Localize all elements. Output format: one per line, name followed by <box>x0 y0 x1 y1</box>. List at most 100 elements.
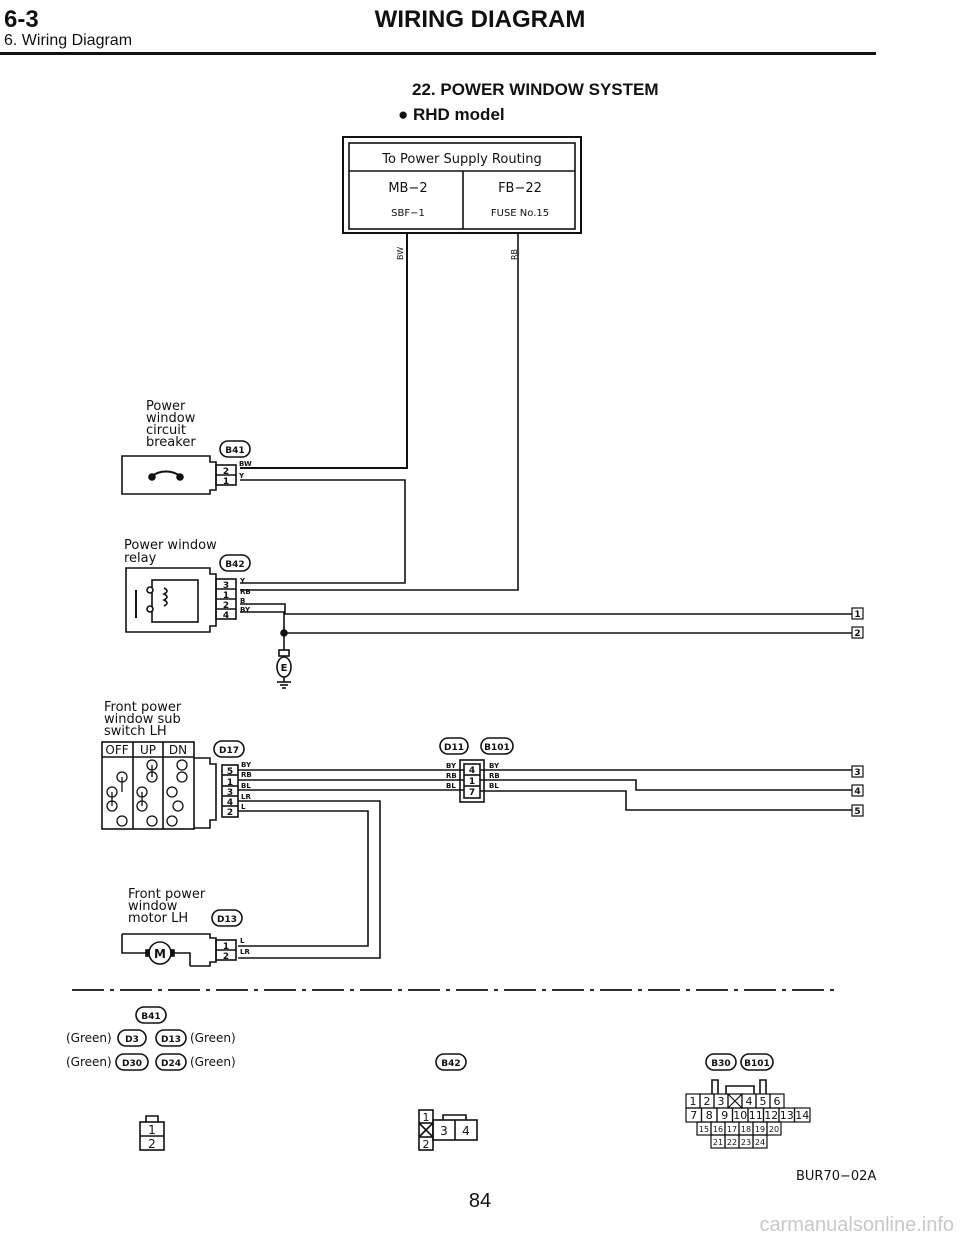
legend-b42-label: B42 <box>441 1059 460 1069</box>
breaker-pin-1: 1 <box>223 477 229 487</box>
breaker-wire-bw: BW <box>239 460 252 468</box>
connector-blank-pin <box>727 1093 743 1109</box>
legend-2pin-1: 1 <box>148 1123 156 1137</box>
connector-pin-number: 4 <box>746 1095 753 1108</box>
connector-pin-number: 20 <box>769 1125 779 1134</box>
relay-label-line1: Power window <box>124 538 217 553</box>
terminal-4: 4 <box>851 784 864 797</box>
connector-pin-number: 5 <box>760 1095 767 1108</box>
legend-row1-right: (Green) <box>190 1031 236 1045</box>
relay-pin-4: 4 <box>223 611 229 621</box>
wire-l-to-motor <box>238 810 369 947</box>
junction-connector: D11 B101 4 1 7 BY RB BL BY RB BL <box>439 737 514 803</box>
connector-b101-badge <box>480 737 514 755</box>
subswitch-pin-5: 5 <box>227 767 233 777</box>
connector-pin-number: 24 <box>755 1138 765 1147</box>
subswitch-label-line2: window sub <box>104 712 181 727</box>
connector-pin-cell <box>752 1134 768 1149</box>
ground-symbol: E <box>276 633 292 689</box>
terminal-1: 1 <box>851 607 864 620</box>
legend-4pin-3: 3 <box>440 1124 448 1138</box>
connector-pin-number: 2 <box>704 1095 711 1108</box>
subswitch-header-dn: DN <box>169 743 187 757</box>
connector-legend: B41 (Green) D3 D13 (Green) (Green) D30 D… <box>66 1006 811 1151</box>
terminal-5-label: 5 <box>854 807 860 817</box>
legend-b30-label: B30 <box>711 1059 730 1069</box>
wire-bw <box>240 233 408 469</box>
connector-pin-number: 23 <box>741 1138 751 1147</box>
subswitch-pin-3: 3 <box>227 788 233 798</box>
connector-pin-number: 10 <box>733 1109 747 1122</box>
subswitch-pin-1: 1 <box>227 778 233 788</box>
legend-row1-left: (Green) <box>66 1031 112 1045</box>
wire-rb <box>240 233 519 591</box>
connector-pin-number: 16 <box>713 1125 723 1134</box>
legend-4pin-4: 4 <box>462 1124 470 1138</box>
connector-d13-label: D13 <box>217 915 237 925</box>
motor-wire-lr: LR <box>240 948 250 956</box>
wire-label-bw: BW <box>396 247 405 260</box>
connector-pin-number: 22 <box>727 1138 737 1147</box>
legend-d24-badge <box>155 1053 187 1071</box>
supply-box-fuse: FUSE No.15 <box>491 208 549 219</box>
front-window-motor: Front power window motor LH D13 M 1 2 L … <box>121 887 250 967</box>
breaker-label-line4: breaker <box>146 435 196 450</box>
junction-right-wire-by: BY <box>489 762 500 770</box>
wire-to-terminal-4 <box>480 779 852 791</box>
breaker-wire-y: Y <box>238 472 245 480</box>
subswitch-wire-rb: RB <box>241 771 252 779</box>
connector-d17-badge <box>213 740 245 758</box>
connector-pin-number: 1 <box>690 1095 697 1108</box>
terminal-2-label: 2 <box>854 629 860 639</box>
subswitch-pin-2: 2 <box>227 808 233 818</box>
junction-left-wire-by: BY <box>446 762 457 770</box>
ground-label: E <box>281 663 288 674</box>
connector-pin-cell <box>793 1107 811 1123</box>
legend-d13-label: D13 <box>161 1035 181 1045</box>
motor-pin-2: 2 <box>223 952 229 962</box>
subswitch-wire-by: BY <box>241 761 252 769</box>
wire-to-terminal-2 <box>240 611 852 634</box>
junction-pin-4: 4 <box>469 766 475 776</box>
legend-b41-badge <box>135 1006 167 1024</box>
power-window-relay: Power window relay B42 3 1 2 4 Y RB B BY <box>124 538 251 633</box>
breaker-label-line2: window <box>146 411 196 426</box>
connector-pin-number: 18 <box>741 1125 751 1134</box>
relay-pin-3: 3 <box>223 581 229 591</box>
subswitch-wire-lr: LR <box>241 793 251 801</box>
motor-wire-l: L <box>240 937 245 945</box>
page-title: WIRING DIAGRAM <box>374 6 586 33</box>
motor-label-line3: motor LH <box>128 911 188 926</box>
subswitch-label-line3: switch LH <box>104 724 167 739</box>
connector-pin-number: 11 <box>749 1109 763 1122</box>
supply-box-title: To Power Supply Routing <box>381 152 542 167</box>
legend-d13-badge <box>155 1029 187 1047</box>
motor-pin-1: 1 <box>223 942 229 952</box>
motor-symbol: M <box>154 947 166 961</box>
circuit-breaker: Power window circuit breaker B41 2 1 BW … <box>121 399 252 495</box>
connector-pin-number: 13 <box>780 1109 794 1122</box>
junction-left-wire-bl: BL <box>446 782 456 790</box>
legend-d3-badge <box>117 1029 147 1047</box>
header-rule <box>0 52 876 55</box>
connector-pin-number: 15 <box>699 1125 709 1134</box>
connector-d13-badge <box>211 909 243 927</box>
connector-pin-number: 8 <box>706 1109 713 1122</box>
legend-2pin-2: 2 <box>148 1137 156 1151</box>
model-subtitle: ● RHD model <box>398 105 505 124</box>
relay-wire-y: Y <box>239 577 246 585</box>
connector-pin-number: 19 <box>755 1125 765 1134</box>
connector-b41-label: B41 <box>225 446 244 456</box>
legend-b41-label: B41 <box>141 1012 160 1022</box>
legend-4pin-2: 2 <box>423 1138 430 1151</box>
wire-label-rb: RB <box>510 249 519 260</box>
supply-box-sbf: SBF−1 <box>391 208 425 219</box>
legend-b42-badge <box>435 1053 467 1071</box>
subswitch-wire-l: L <box>241 803 246 811</box>
legend-b101-badge <box>740 1053 774 1071</box>
junction-pin-7: 7 <box>469 788 475 798</box>
footer-watermark: carmanualsonline.info <box>759 1214 954 1236</box>
wire-to-terminal-1 <box>240 603 852 615</box>
relay-wire-rb: RB <box>240 588 251 596</box>
